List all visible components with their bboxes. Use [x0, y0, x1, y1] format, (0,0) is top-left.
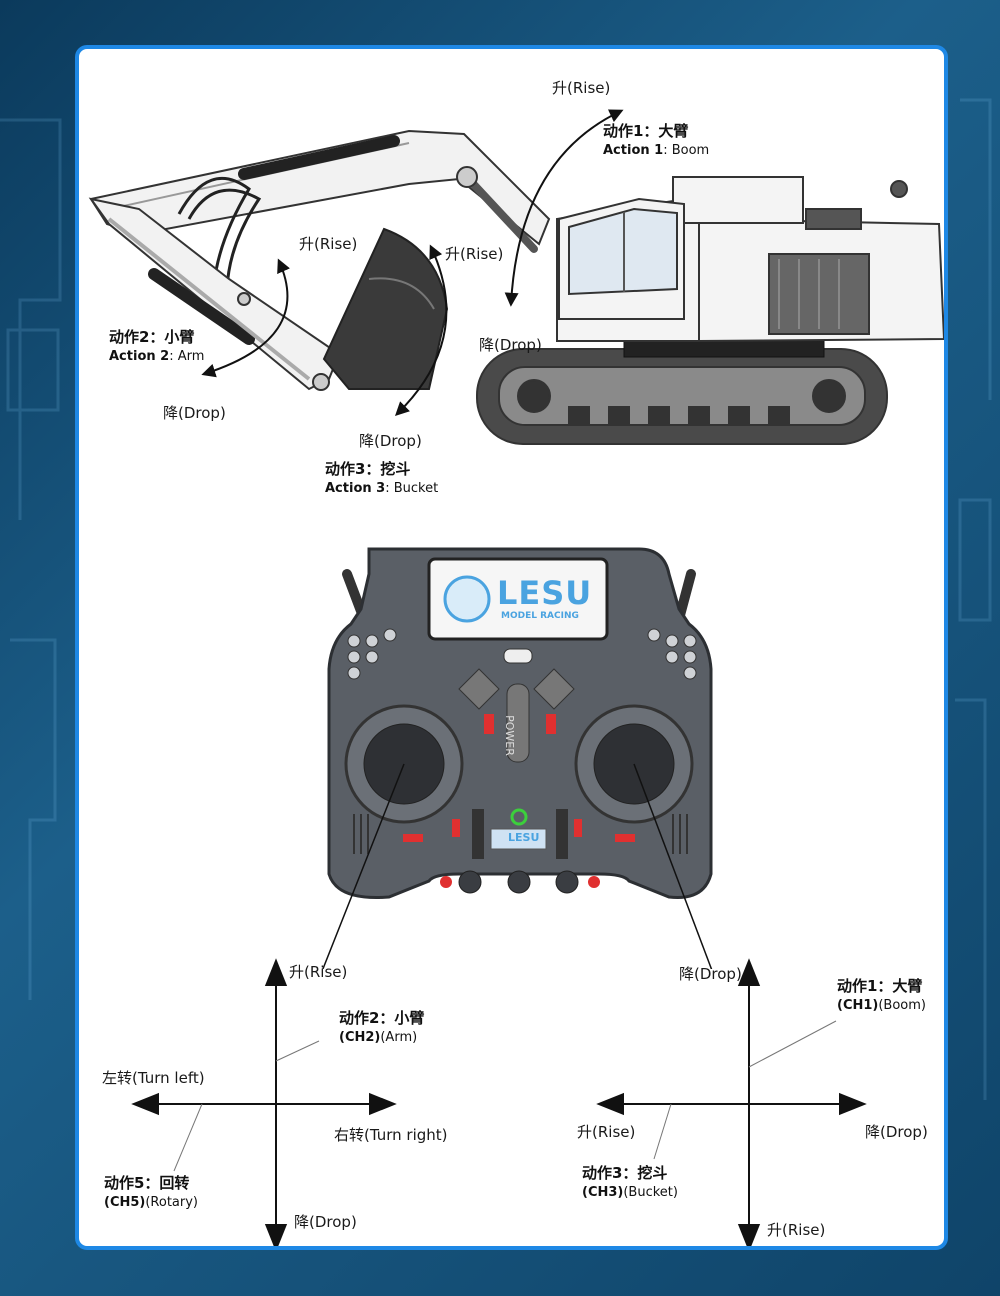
- action1-cn: 动作1：大臂: [603, 122, 689, 140]
- power-icon: [510, 808, 528, 826]
- right-horizontal-channel: 动作3：挖斗 (CH3)(Bucket): [582, 1164, 678, 1200]
- action3-cn: 动作3：挖斗: [325, 460, 411, 478]
- action1-label: 动作1：大臂 Action 1: Boom: [603, 122, 709, 160]
- left-right-label: 右转(Turn right): [334, 1126, 448, 1144]
- motion-arrows: [201, 109, 624, 416]
- right-right-label: 降(Drop): [865, 1123, 928, 1141]
- action3-label: 动作3：挖斗 Action 3: Bucket: [325, 460, 438, 498]
- action1-en: Action 1: Boom: [603, 143, 710, 158]
- stick-axes: [131, 958, 867, 1246]
- label-drop-boom: 降(Drop): [479, 336, 542, 354]
- logo-subtext: MODEL RACING: [501, 611, 579, 621]
- right-vertical-channel: 动作1：大臂 (CH1)(Boom): [837, 977, 926, 1013]
- power-label: POWER: [502, 715, 516, 756]
- home-keys: [458, 648, 575, 710]
- left-up-label: 升(Rise): [289, 963, 348, 981]
- label-drop-arm: 降(Drop): [163, 404, 226, 422]
- right-down-label: 升(Rise): [767, 1221, 826, 1239]
- right-left-label: 升(Rise): [577, 1123, 636, 1141]
- action2-label: 动作2：小臂 Action 2: Arm: [109, 328, 204, 366]
- power-bar: [506, 683, 530, 763]
- excavator-diagram: [88, 109, 944, 445]
- left-vertical-channel: 动作2：小臂 (CH2)(Arm): [339, 1009, 425, 1045]
- left-horizontal-channel: 动作5：回转 (CH5)(Rotary): [104, 1174, 199, 1210]
- left-down-label: 降(Drop): [294, 1213, 357, 1231]
- label-drop-bucket: 降(Drop): [359, 432, 422, 450]
- action2-en: Action 2: Arm: [109, 349, 205, 364]
- logo-text: LESU: [497, 574, 593, 612]
- small-logo-plate: [490, 828, 547, 850]
- label-rise-boom: 升(Rise): [445, 245, 504, 263]
- small-logo-text: LESU: [508, 831, 540, 844]
- excavator-cab: [558, 197, 685, 320]
- main-panel: 升(Rise) 升(Rise) 升(Rise) 降(Drop) 降(Drop) …: [75, 45, 948, 1250]
- lion-logo-icon: [443, 575, 491, 623]
- left-left-label: 左转(Turn left): [102, 1069, 205, 1087]
- excavator-tracks: [476, 348, 888, 445]
- transmitter-controller: [322, 547, 713, 969]
- action3-en: Action 3: Bucket: [325, 481, 439, 496]
- label-rise-top: 升(Rise): [552, 79, 611, 97]
- label-rise-arm: 升(Rise): [299, 235, 358, 253]
- right-up-label: 降(Drop): [679, 965, 742, 983]
- action2-cn: 动作2：小臂: [109, 328, 195, 346]
